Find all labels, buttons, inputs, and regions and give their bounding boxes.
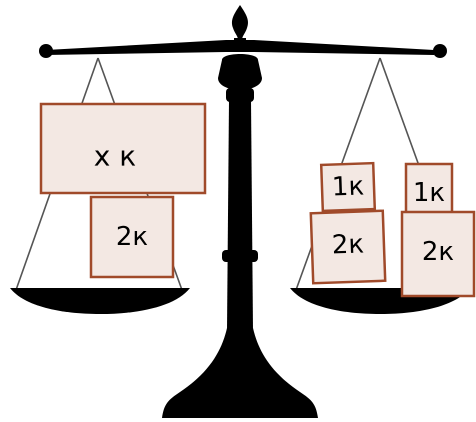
weight-label: 2к — [331, 229, 364, 260]
left-pan-weights: x к 2к — [39, 102, 207, 279]
weight-x-block: x к — [39, 102, 207, 195]
scale-frame — [39, 5, 447, 418]
weight-box — [309, 209, 387, 285]
weight-label: x к — [94, 140, 136, 173]
weight-1k-block: 1к — [319, 161, 377, 213]
left-pan — [10, 288, 190, 314]
weight-box — [319, 161, 377, 213]
weight-1k-block: 1к — [404, 162, 454, 219]
weight-label: 2к — [116, 222, 148, 252]
scale-beam — [46, 40, 434, 55]
scale-finial — [231, 5, 249, 40]
weight-label: 1к — [331, 171, 364, 202]
weight-box — [89, 195, 175, 279]
beam-right-knob — [433, 44, 447, 58]
weight-label: 2к — [422, 237, 454, 267]
scale-hub — [218, 54, 262, 90]
scale-column — [227, 100, 253, 330]
hub-collar — [226, 88, 254, 102]
column-ring — [222, 250, 258, 262]
weight-box — [404, 162, 454, 219]
right-pan-weights: 1к 1к 2к 2к — [309, 161, 476, 298]
weight-box — [400, 210, 476, 298]
weight-label: 1к — [413, 178, 445, 208]
weight-2k-block: 2к — [89, 195, 175, 279]
weight-box — [39, 102, 207, 195]
weight-2k-block: 2к — [400, 210, 476, 298]
beam-left-knob — [39, 44, 53, 58]
weight-2k-block: 2к — [309, 209, 387, 285]
scale-base — [162, 328, 318, 418]
